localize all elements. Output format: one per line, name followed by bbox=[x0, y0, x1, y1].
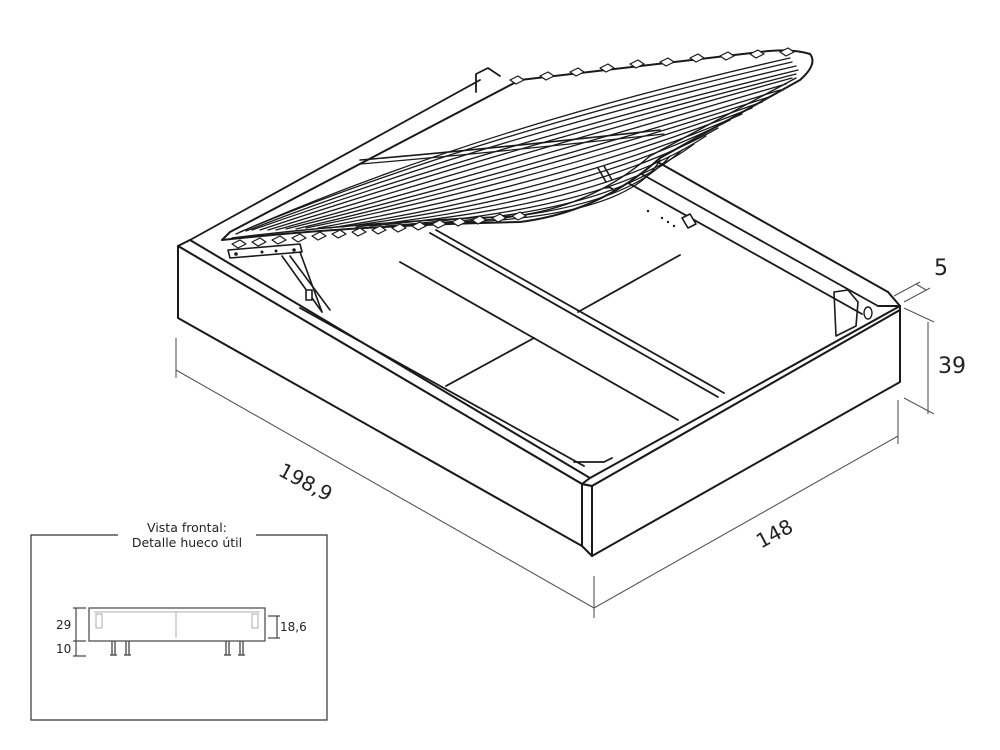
right-side-panel bbox=[639, 151, 901, 337]
height-dimension-label: 39 bbox=[938, 354, 966, 379]
head-bracket bbox=[475, 67, 501, 93]
inset-inner-height-label: 18,6 bbox=[280, 620, 307, 634]
dimension-lines bbox=[175, 281, 935, 618]
inset-title-line1: Vista frontal: bbox=[147, 520, 227, 535]
slatted-frame bbox=[221, 47, 814, 249]
inset-leg-height-label: 10 bbox=[56, 642, 72, 656]
rim-dimension-label: 5 bbox=[934, 256, 948, 281]
inset-title-line2: Detalle hueco útil bbox=[131, 535, 243, 550]
inset-title: Vista frontal: Detalle hueco útil bbox=[118, 520, 256, 550]
inset-body-height-label: 29 bbox=[56, 618, 72, 632]
base-interior bbox=[189, 79, 879, 467]
left-side-panel bbox=[177, 239, 591, 547]
inset-front-view bbox=[30, 534, 328, 721]
mechanism-screws bbox=[234, 209, 676, 256]
lift-mechanism bbox=[227, 165, 697, 313]
foot-panel bbox=[581, 305, 901, 557]
